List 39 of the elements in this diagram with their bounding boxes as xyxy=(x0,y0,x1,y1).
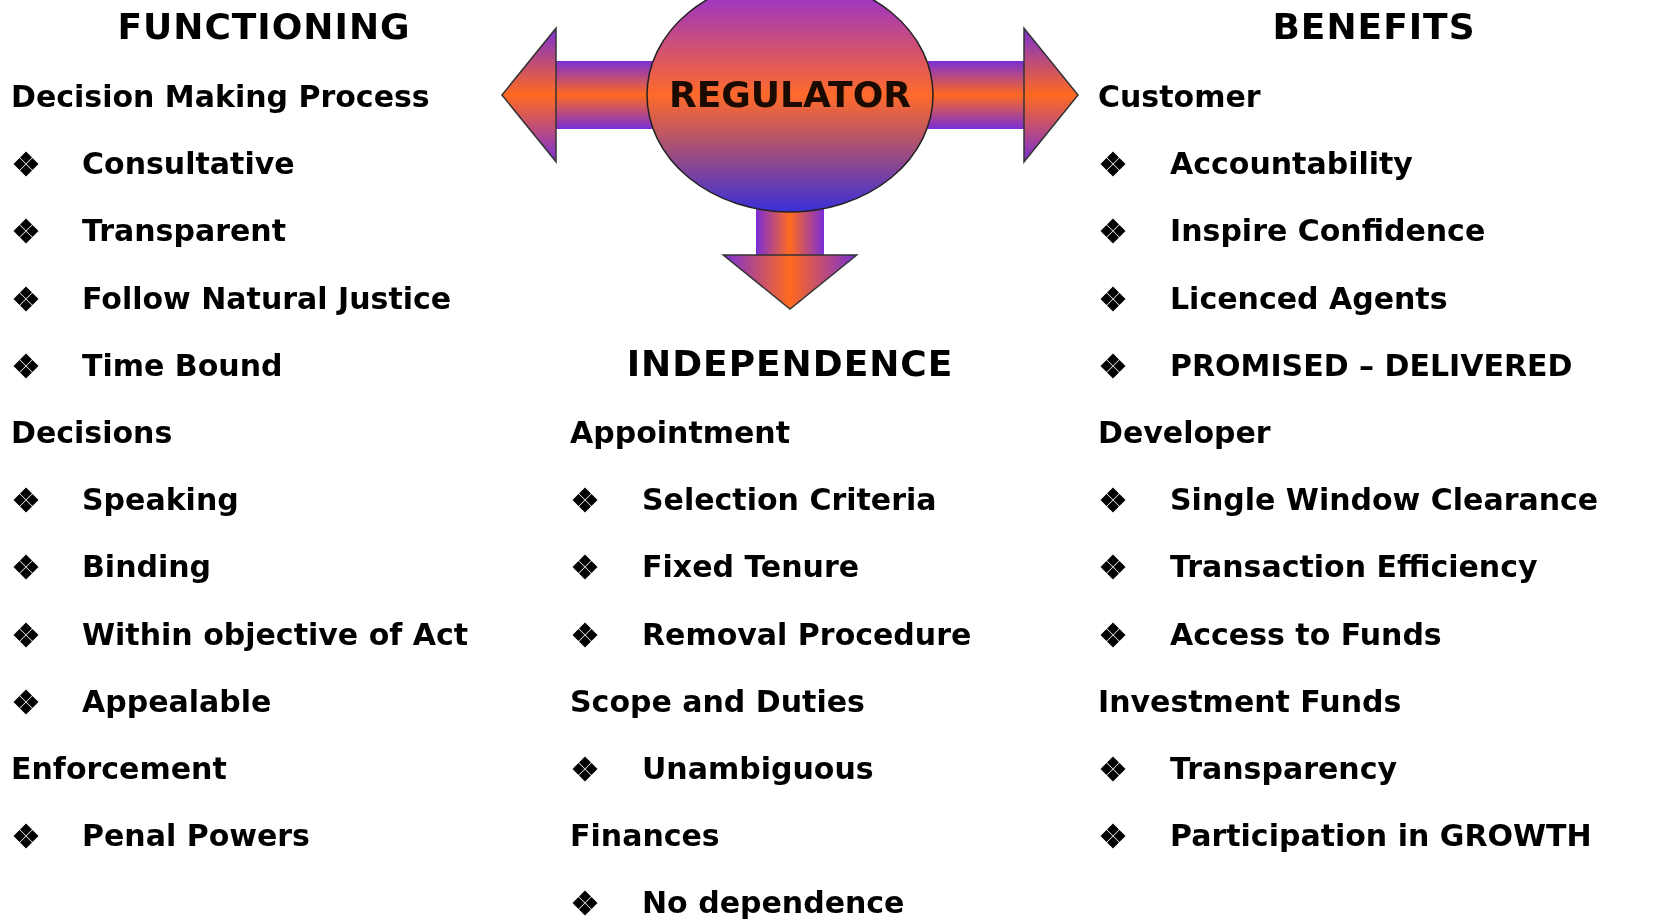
bullet-text: Speaking xyxy=(82,482,239,519)
bullet-text: Transparency xyxy=(1170,751,1397,787)
bullet-text: PROMISED – DELIVERED xyxy=(1170,347,1573,384)
column-heading: BENEFITS xyxy=(1272,5,1476,49)
subheading-text: Investment Funds xyxy=(1098,683,1402,720)
bullet-text: Within objective of Act xyxy=(82,616,469,653)
subheading-text: Decisions xyxy=(11,415,173,451)
bullet-text: Single Window Clearance xyxy=(1170,482,1599,519)
bullet-text: Participation in GROWTH xyxy=(1170,818,1592,855)
regulator-title: REGULATOR xyxy=(669,74,911,116)
subheading-text: Decision Making Process xyxy=(11,79,430,115)
bullet-text: Fixed Tenure xyxy=(642,549,860,586)
block-arrow xyxy=(722,207,858,310)
bullet-text: Appealable xyxy=(82,683,272,720)
bullet-text: Transparent xyxy=(82,213,286,250)
column-heading: INDEPENDENCE xyxy=(626,342,954,386)
bullet-text: Access to Funds xyxy=(1170,616,1442,653)
bullet-text: Binding xyxy=(82,549,212,586)
bullet-text: Follow Natural Justice xyxy=(82,280,452,317)
column-heading: FUNCTIONING xyxy=(117,5,411,49)
subheading-text: Enforcement xyxy=(11,751,227,787)
bullet-text: Time Bound xyxy=(82,347,283,384)
bullet-text: Consultative xyxy=(82,146,295,183)
bullet-text: Penal Powers xyxy=(82,818,310,855)
bullet-text: Transaction Efficiency xyxy=(1170,549,1538,586)
bullet-text: No dependence xyxy=(642,885,905,922)
subheading-text: Finances xyxy=(570,818,720,855)
subheading-text: Developer xyxy=(1098,415,1271,451)
subheading-text: Appointment xyxy=(570,415,791,451)
subheading-text: Scope and Duties xyxy=(570,683,865,720)
bullet-text: Inspire Confidence xyxy=(1170,213,1486,250)
bullet-text: Licenced Agents xyxy=(1170,280,1448,317)
bullet-text: Unambiguous xyxy=(642,751,874,787)
block-arrow xyxy=(501,27,652,163)
subheading-text: Customer xyxy=(1098,79,1261,115)
block-arrow xyxy=(928,27,1079,163)
bullet-text: Removal Procedure xyxy=(642,616,972,653)
bullet-text: Selection Criteria xyxy=(642,482,937,519)
bullet-text: Accountability xyxy=(1170,146,1413,183)
